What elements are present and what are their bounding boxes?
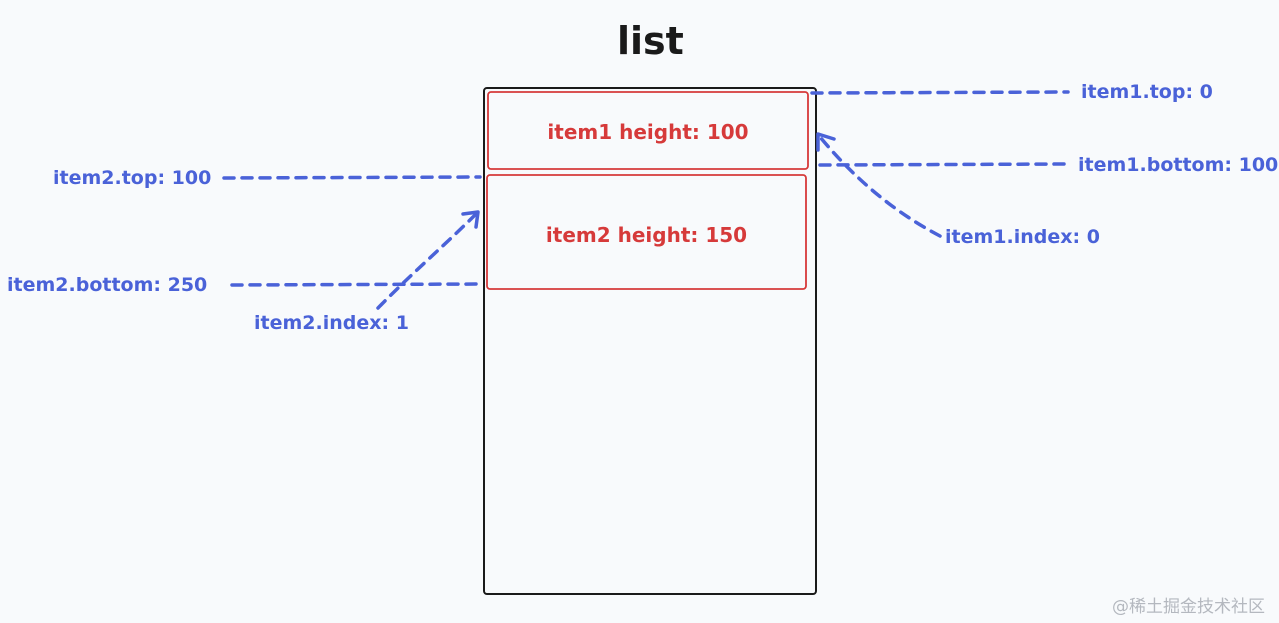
- item2-index-arrowhead: [461, 210, 480, 229]
- list-container: [483, 87, 817, 595]
- item1-box: [487, 91, 809, 170]
- item2-bottom-line: [230, 282, 484, 287]
- item2-height-label: item2 height: 150: [545, 223, 748, 247]
- item1-bottom-label: item1.bottom: 100: [1078, 154, 1279, 176]
- item1-index-arrowhead: [816, 132, 836, 152]
- item1-bottom-line: [818, 162, 1070, 167]
- item1-index-label: item1.index: 0: [945, 226, 1100, 248]
- item2-box: [486, 174, 807, 290]
- item2-index-label: item2.index: 1: [254, 312, 409, 334]
- item2-bottom-label: item2.bottom: 250: [7, 274, 208, 296]
- item2-index-arrow: [376, 212, 478, 310]
- diagram-title: list: [617, 19, 684, 63]
- item1-index-arrow: [818, 135, 942, 238]
- item1-height-label: item1 height: 100: [547, 120, 749, 144]
- watermark: @稀土掘金技术社区: [1112, 597, 1265, 617]
- item2-top-label: item2.top: 100: [53, 167, 212, 189]
- item1-top-label: item1.top: 0: [1081, 81, 1213, 103]
- item2-top-line: [222, 175, 482, 180]
- item1-top-line: [810, 90, 1070, 95]
